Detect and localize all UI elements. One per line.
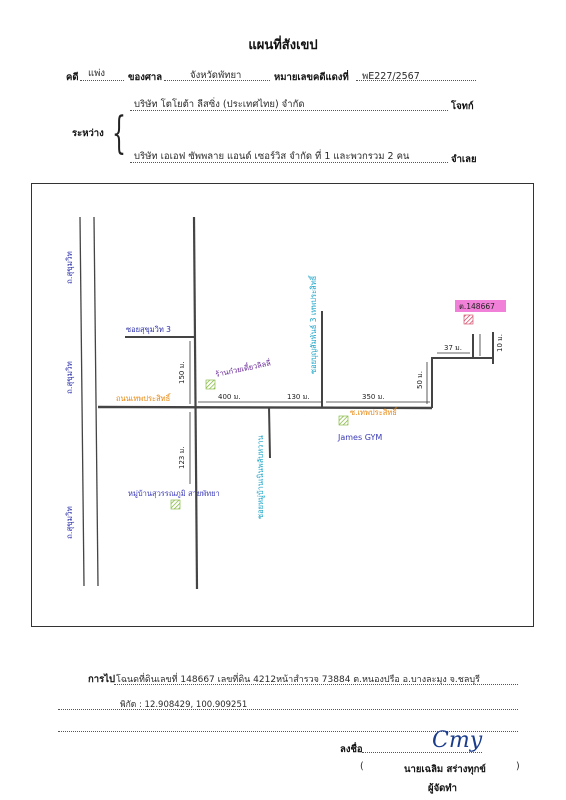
village-label: หมู่บ้านสุวรรณภูมิ สายพัทยา (128, 489, 220, 498)
close-paren: ) (516, 761, 520, 772)
coords-value: พิกัด : 12.908429, 100.909251 (120, 700, 248, 710)
case-type-label: คดี (66, 72, 79, 83)
village-marker (170, 499, 181, 510)
plaintiff-label: โจทก์ (451, 101, 474, 112)
location-label: การไป (88, 674, 115, 685)
target-marker (463, 314, 474, 325)
road-label-3: ถ.สุขุมวิท (65, 506, 74, 539)
signer-name: นายเฉลิม สร่างทุกข์ (404, 764, 486, 775)
soi-orange-label: ซ.เทพประสิทธิ์ (350, 407, 398, 417)
gym-marker (338, 415, 349, 426)
case-type-value: แพ่ง (88, 68, 106, 79)
dist-a: 400 ม. (218, 393, 240, 401)
road-label-2: ถ.สุขุมวิท (65, 361, 74, 394)
road-sukhumvit-east (93, 216, 99, 587)
dist-b: 130 ม. (287, 393, 309, 401)
sign-label: ลงชื่อ (340, 744, 363, 755)
location-value: โฉนดที่ดินเลขที่ 148667 เลขที่ดิน 4212หน… (116, 675, 480, 685)
between-label: ระหว่าง (72, 128, 104, 139)
soi-blue-top-label: ซอยบุญสัมพันธ์ 3 เทพประสิทธิ์ (308, 274, 318, 374)
defendant-label: จำเลย (451, 154, 477, 165)
court-value: จังหวัดพัทยา (190, 70, 242, 81)
road-soi-south (268, 406, 271, 459)
coffee-shop-label: ร้านก๋วยเตี๋ยวลิลลี่ (214, 357, 271, 379)
court-label: ของศาล (128, 72, 163, 83)
dist-g: 10 ม. (496, 334, 504, 352)
page-title: แผนที่สังเขป (248, 38, 318, 53)
target-highlight (455, 300, 506, 312)
coffee-shop-marker (205, 379, 216, 390)
road-label-1: ถ.สุขุมวิท (65, 251, 74, 284)
target-label: ต.148667 (459, 302, 495, 311)
dist-c: 350 ม. (362, 393, 384, 401)
soi-blue-bottom-label: ซอยหมู่บ้านเนินพลับหวาน (256, 435, 265, 519)
case-no-value: พE227/2567 (362, 71, 420, 82)
signature: Cmy (432, 728, 483, 753)
brace-icon: { (112, 108, 126, 159)
main-road-label: ถนนเทพประสิทธิ์ (116, 393, 172, 403)
gym-label: James GYM (337, 433, 382, 442)
dist-f: 37 ม. (444, 344, 462, 352)
road-sukhumvit-west (79, 216, 85, 587)
dist-e: 50 ม. (416, 371, 424, 389)
defendant-value: บริษัท เอเอฟ ซัพพลาย แอนด์ เซอร์วิส จำกั… (134, 151, 410, 162)
road-main-horizontal (97, 405, 433, 410)
signer-role: ผู้จัดทำ (428, 783, 457, 794)
case-no-label: หมายเลขคดีแดงที่ (274, 72, 349, 83)
map-frame: ถ.สุขุมวิท ถ.สุขุมวิท ถ.สุขุมวิท ซอยสุขุ… (31, 183, 534, 627)
dist-i: 123 ม. (178, 447, 186, 469)
plaintiff-value: บริษัท โตโยต้า ลีสซิ่ง (ประเทศไทย) จำกัด (134, 99, 305, 110)
open-paren: ( (360, 761, 364, 772)
road-second-vertical (192, 216, 199, 590)
side-soi-label: ซอยสุขุมวิท 3 (126, 325, 171, 334)
map-canvas: ถ.สุขุมวิท ถ.สุขุมวิท ถ.สุขุมวิท ซอยสุขุ… (65, 216, 506, 590)
dist-h: 150 ม. (178, 362, 186, 384)
